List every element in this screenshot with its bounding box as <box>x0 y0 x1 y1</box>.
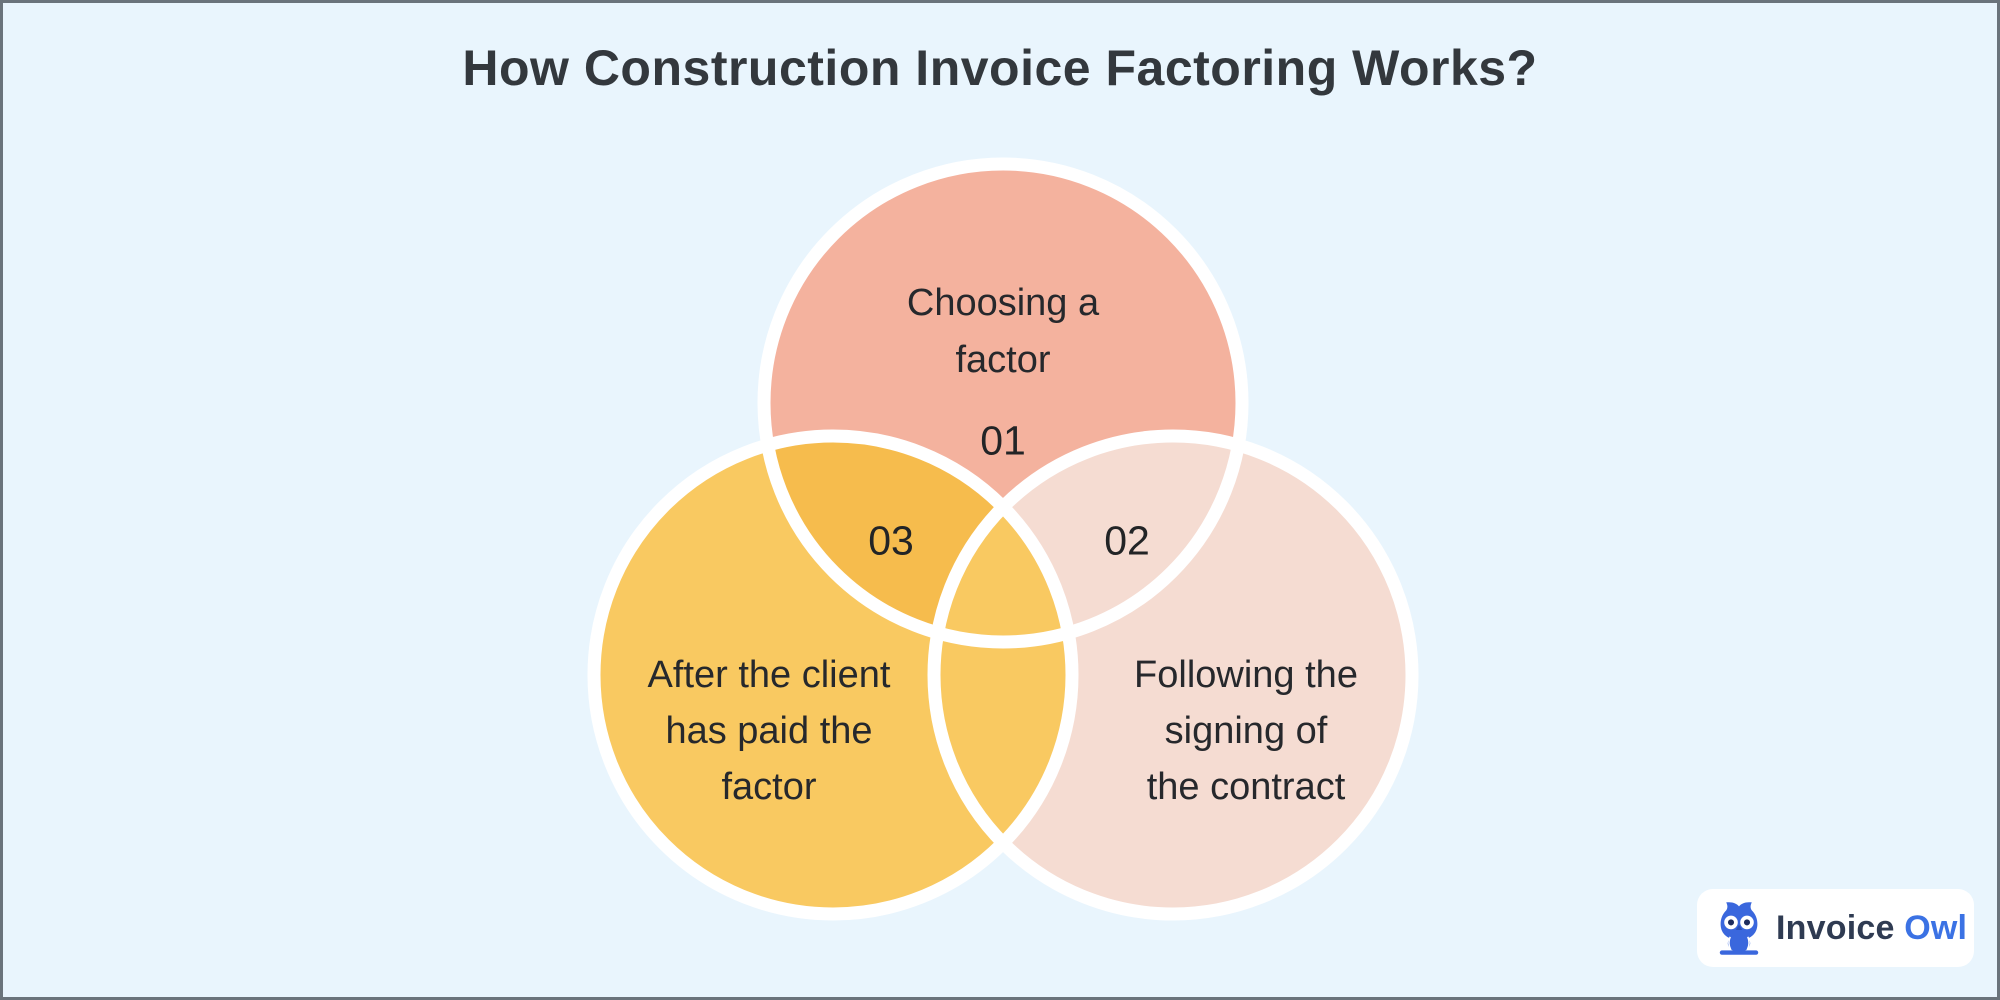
left-circle-label-line3: factor <box>721 766 817 808</box>
step-number-02: 02 <box>1104 517 1150 564</box>
step-number-03: 03 <box>868 517 914 564</box>
top-circle-label-line2: factor <box>955 339 1051 381</box>
left-circle-label-line2: has paid the <box>665 710 873 752</box>
logo-wordmark: Invoice Owl <box>1776 909 1967 948</box>
step-number-01: 01 <box>980 417 1026 464</box>
top-circle-label-line1: Choosing a <box>906 282 1100 324</box>
right-circle-outline <box>927 429 1419 921</box>
invoiceowl-logo-card: Invoice Owl <box>1697 889 1974 967</box>
left-circle-label: After the client has paid the factor <box>569 647 969 815</box>
logo-word-owl: Owl <box>1904 908 1968 947</box>
right-circle-label-line1: Following the <box>1134 654 1358 696</box>
right-circle-label-line2: signing of <box>1164 710 1328 752</box>
left-circle-outline <box>587 429 1079 921</box>
top-circle-label: Choosing a factor <box>803 275 1203 389</box>
right-circle-label: Following the signing of the contract <box>1046 647 1446 815</box>
owl-icon <box>1719 902 1759 955</box>
venn-diagram <box>587 157 1419 921</box>
overlap-top-left-region <box>764 436 1072 642</box>
left-circle-label-line1: After the client <box>647 654 891 696</box>
top-circle-outline <box>757 157 1249 649</box>
right-circle-label-line3: the contract <box>1146 766 1346 808</box>
logo-word-invoice: Invoice <box>1776 908 1895 947</box>
right-circle <box>934 436 1412 914</box>
page-title: How Construction Invoice Factoring Works… <box>462 40 1538 96</box>
